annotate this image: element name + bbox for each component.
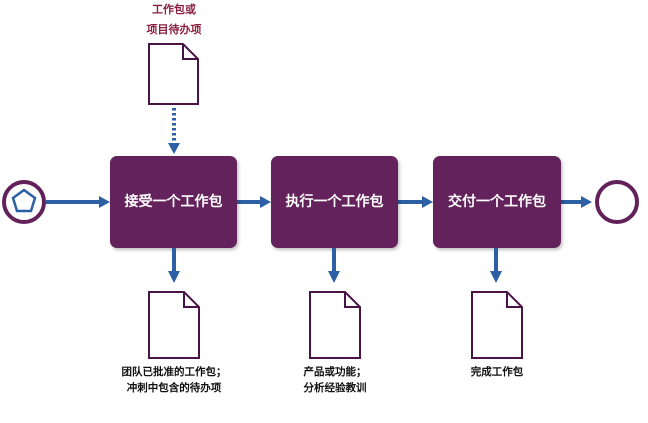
step-label-1: 接受一个工作包 xyxy=(124,194,223,210)
input-dotted-arrow xyxy=(168,108,180,154)
input-label-line-1: 工作包或 xyxy=(152,3,196,16)
output-arrow-3 xyxy=(490,248,502,283)
step-box-3 xyxy=(433,156,561,248)
output-2-line-2: 分析经验教训 xyxy=(303,382,367,394)
circle-icon xyxy=(595,180,639,224)
output-label-3: 完成工作包 xyxy=(437,364,557,380)
end-event xyxy=(595,180,639,224)
step-label-3: 交付一个工作包 xyxy=(448,194,546,210)
flow-arrow-start-to-step1 xyxy=(46,196,110,208)
step-box-1 xyxy=(110,156,237,248)
output-document-icon-3 xyxy=(471,291,523,359)
step-label-2: 执行一个工作包 xyxy=(285,194,384,210)
output-1-line-2: 冲刺中包含的待办项 xyxy=(126,382,222,394)
output-arrow-1 xyxy=(168,248,180,283)
flow-arrow-step1-to-step2 xyxy=(237,196,271,208)
start-event xyxy=(2,180,46,224)
input-label-line-2: 项目待办项 xyxy=(146,23,202,36)
pentagon-icon xyxy=(11,188,37,213)
step-box-2 xyxy=(271,156,398,248)
output-2-line-1: 产品或功能； xyxy=(303,366,367,378)
output-document-icon-2 xyxy=(309,291,361,359)
output-document-icon-1 xyxy=(148,291,200,359)
output-label-1: 团队已批准的工作包； 冲刺中包含的待办项 xyxy=(104,364,244,396)
flow-arrow-step3-to-end xyxy=(561,196,592,208)
input-document-icon xyxy=(148,43,199,105)
flow-arrow-step2-to-step3 xyxy=(398,196,433,208)
input-document-label: 工作包或 项目待办项 xyxy=(114,0,234,40)
output-1-line-1: 团队已批准的工作包； xyxy=(121,366,227,378)
output-3-line-1: 完成工作包 xyxy=(470,366,524,378)
output-arrow-2 xyxy=(328,248,340,283)
output-label-2: 产品或功能； 分析经验教训 xyxy=(275,364,395,396)
